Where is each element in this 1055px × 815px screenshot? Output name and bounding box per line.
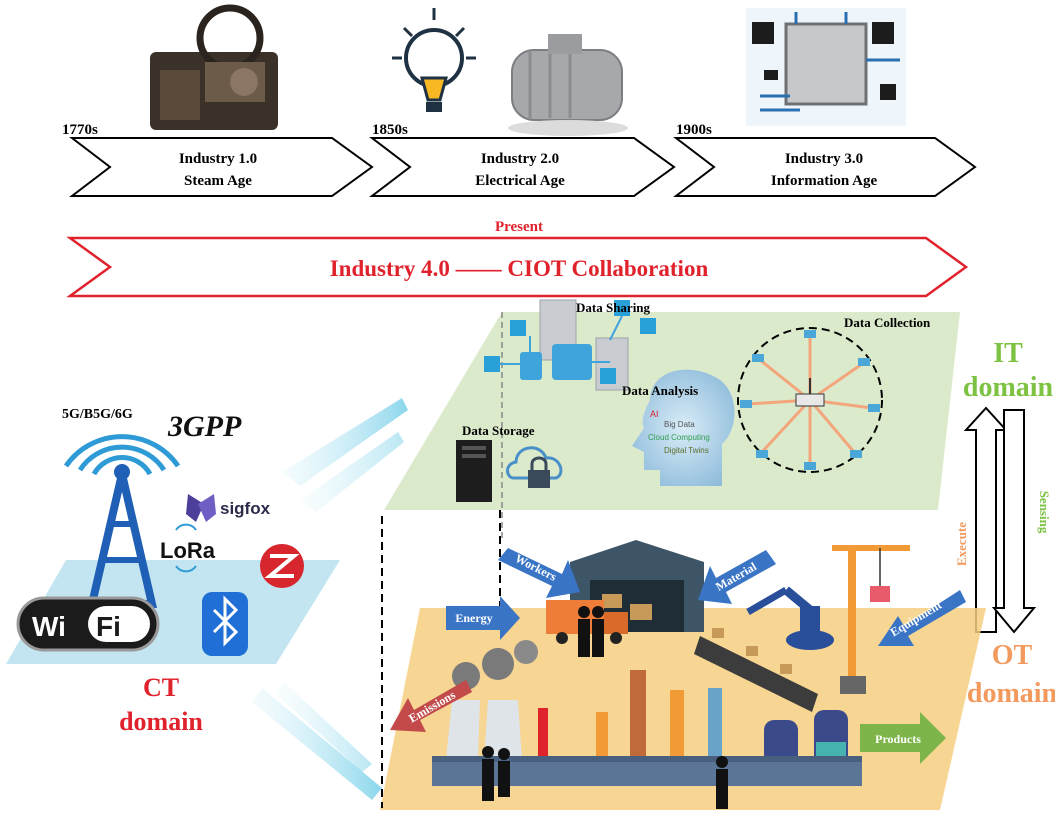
wireless-beam-lower [252,682,382,800]
year-1900s: 1900s [676,122,712,138]
wifi-logo-icon [16,596,160,652]
3gpp-logo: 3GPP [167,410,242,443]
bluetooth-logo-icon [202,592,248,656]
sigfox-logo-icon [186,494,216,522]
equipment-arrow [878,590,966,646]
refinery-tanks [764,710,848,766]
industry-4-banner-arrow [66,236,969,298]
data-storage-label: Data Storage [462,423,535,438]
data-sharing-label: Data Sharing [576,300,651,315]
execute-arrow-up [963,406,1009,633]
server-tower-icon [456,440,492,502]
timeline-arrow-2 [369,137,676,197]
microchip-image [746,8,906,126]
sensing-arrow-down [991,409,1037,634]
year-1850s: 1850s [372,122,408,138]
brain-term-big-data: Big Data [664,420,695,429]
timeline-arrow-3 [673,137,977,197]
workers-arrow [498,548,580,598]
products-label: Products [875,732,921,746]
industry-4-banner-text: Industry 4.0 —— CIOT Collaboration [330,256,709,281]
execute-label: Execute [954,522,969,566]
ot-domain-title-line2: domain [967,678,1055,709]
factory-chimneys [538,670,722,766]
lora-label: LoRa [160,538,216,563]
products-arrow [860,712,946,764]
data-collection-label: Data Collection [844,315,931,330]
year-1770s: 1770s [62,122,98,138]
data-sharing-network-icon [484,299,656,391]
people-silhouettes-icon [482,746,728,809]
electric-motor-image [508,34,628,136]
light-bulb-icon [392,8,476,112]
data-analysis-label: Data Analysis [622,383,698,398]
industry-3-subtitle: Information Age [771,173,878,189]
industry-2-title: Industry 2.0 [481,151,559,167]
timeline-arrow-1 [69,137,374,197]
conveyor-belt-icon [694,628,818,712]
ct-domain-title-line2: domain [119,707,203,736]
wifi-label-fi: Fi [96,611,121,642]
lora-signal-icon [175,523,197,573]
industry-3-title: Industry 3.0 [785,151,863,167]
it-domain-title-line2: domain [963,372,1054,403]
zigbee-logo-icon [260,544,304,588]
steam-engine-image [150,4,278,130]
industry-1-subtitle: Steam Age [184,173,252,189]
power-plant-cooling-towers [446,640,538,760]
brain-term-ai: AI [650,409,659,419]
delivery-truck-icon [546,600,628,644]
emissions-arrow [390,680,472,732]
industry-2-subtitle: Electrical Age [475,173,565,189]
ot-domain-title-line1: OT [992,640,1033,671]
wireless-beam-upper [282,398,408,512]
present-label: Present [495,219,543,235]
cell-tower-icon [63,434,181,608]
energy-arrow [446,596,520,640]
cloud-lock-icon [506,446,563,488]
brain-term-cloud-computing: Cloud Computing [648,433,710,442]
industry-1-title: Industry 1.0 [179,151,257,167]
brain-term-digital-twins: Digital Twins [664,446,709,455]
crane-icon [832,545,910,694]
sensing-label: Sensing [1037,491,1052,534]
factory-base-building [432,756,862,786]
energy-label: Energy [455,611,492,625]
material-arrow [698,550,776,604]
wifi-label-wi: Wi [32,611,66,642]
workers-silhouette-icon [578,606,604,657]
robot-arm-icon [746,586,834,650]
cellular-generation-label: 5G/B5G/6G [62,407,133,422]
sigfox-label: sigfox [220,499,271,518]
data-collection-sensor-ring [737,327,883,473]
data-analysis-head-icon [632,369,735,486]
ct-domain-title-line1: CT [143,673,179,702]
it-domain-title-line1: IT [993,338,1023,369]
